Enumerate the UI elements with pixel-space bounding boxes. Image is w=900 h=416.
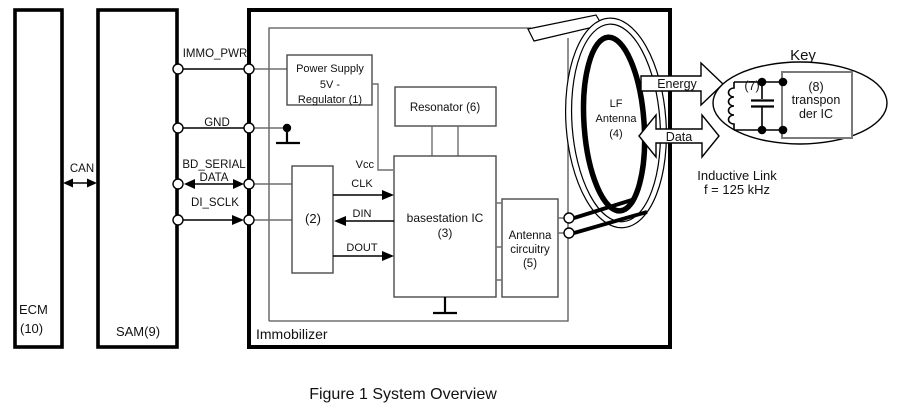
can-bus-label: CAN <box>70 163 94 175</box>
transponder-label-line1: (8) <box>808 80 823 94</box>
node-antenna-top <box>563 212 575 224</box>
key-title: Key <box>790 47 816 64</box>
sam-label: SAM(9) <box>116 324 160 339</box>
gnd-ground-symbol <box>276 128 300 145</box>
node-antenna-bottom <box>563 227 575 239</box>
basestation-label-line2: (3) <box>438 226 453 240</box>
key-coil-symbol <box>727 82 735 130</box>
pin-clk-label: CLK <box>351 178 373 190</box>
immo-pwr-label: IMMO_PWR <box>183 48 248 60</box>
node-sam-gnd <box>172 122 184 134</box>
di-sclk-arrowhead <box>232 215 244 225</box>
serial-interface-label: (2) <box>305 211 321 226</box>
antenna-circuitry-block <box>501 198 559 298</box>
bd-serial-label-line1: BD_SERIAL <box>182 159 246 171</box>
junction-dot-3 <box>757 125 767 135</box>
junction-dot-1 <box>757 77 767 87</box>
lf-antenna-coil <box>564 17 668 229</box>
node-sam-immo-pwr <box>172 63 184 75</box>
junction-dot-4b <box>778 125 788 135</box>
antenna-circuitry-out-lines <box>558 217 564 234</box>
bd-serial-label-line2: DATA <box>200 172 229 184</box>
pin-dout-label: DOUT <box>346 242 377 254</box>
connection-nodes <box>172 63 255 226</box>
can-arrowhead-left <box>63 178 73 188</box>
transponder-label-line3: der IC <box>799 107 833 121</box>
junction-dot-2b <box>778 77 788 87</box>
inductive-link-label-line1: Inductive Link <box>697 168 777 183</box>
inductive-link-label-line2: f = 125 kHz <box>704 182 770 197</box>
ecm-block <box>13 8 64 349</box>
power-supply-label-line2: 5V - <box>320 79 341 91</box>
lf-antenna-label-line2: Antenna <box>596 113 638 125</box>
gnd-label: GND <box>204 117 230 129</box>
can-arrowhead-right <box>87 178 97 188</box>
figure-caption: Figure 1 System Overview <box>309 386 497 403</box>
power-supply-block <box>286 54 373 106</box>
data-arrow <box>638 113 720 159</box>
node-sam-bd-serial <box>172 178 184 190</box>
node-bd-serial <box>243 178 255 190</box>
pin-din-label: DIN <box>353 208 372 220</box>
din-arrowhead <box>334 216 346 226</box>
key-coil-label: (7) <box>744 79 759 93</box>
antenna-circuitry-label-line2: circuitry <box>510 244 550 256</box>
basestation-ground-symbol <box>433 297 457 315</box>
node-immo-pwr <box>243 63 255 75</box>
transponder-label-line2: transpon <box>792 93 841 107</box>
lf-antenna-label-line3: (4) <box>609 128 622 140</box>
immobilizer-label: Immobilizer <box>256 326 328 342</box>
resonator-label: Resonator (6) <box>410 102 480 114</box>
energy-arrow-label: Energy <box>657 77 697 91</box>
ecm-label-line1: ECM <box>19 302 48 317</box>
data-arrow-label: Data <box>666 130 692 144</box>
energy-arrow <box>640 61 725 107</box>
antenna-feed-wire-top <box>573 197 636 220</box>
node-gnd <box>243 122 255 134</box>
antenna-circuitry-label-line1: Antenna <box>509 230 552 242</box>
ecm-label-line2: (10) <box>20 321 43 336</box>
resonator-connector-lines <box>431 126 459 156</box>
resonator-block <box>394 86 497 127</box>
power-supply-label-line1: Power Supply <box>296 63 364 75</box>
transponder-ic-block <box>781 71 853 139</box>
basestation-ic-block <box>393 155 497 298</box>
antenna-feed-wire-bottom <box>573 210 648 235</box>
serial-interface-block <box>291 165 334 274</box>
clk-arrowhead <box>382 190 394 200</box>
dout-arrowhead <box>382 251 394 261</box>
bd-serial-arrowhead-right <box>233 179 244 189</box>
antenna-circuitry-label-line3: (5) <box>523 258 537 270</box>
vcc-routing-line <box>372 83 393 171</box>
capacitor-symbol <box>751 99 774 108</box>
bd-serial-arrowhead-left <box>184 179 195 189</box>
di-sclk-label: DI_SCLK <box>191 197 239 209</box>
lf-antenna-label-line1: LF <box>610 98 623 110</box>
basestation-label-line1: basestation IC <box>407 211 484 225</box>
ic-to-antenna-lines <box>496 202 502 281</box>
sam-block <box>96 8 179 349</box>
pin-vcc-label: Vcc <box>356 159 375 171</box>
power-supply-label-line3: Regulator (1) <box>298 94 362 106</box>
coil-winding <box>580 34 648 214</box>
node-sam-di-sclk <box>172 214 184 226</box>
node-di-sclk <box>243 214 255 226</box>
